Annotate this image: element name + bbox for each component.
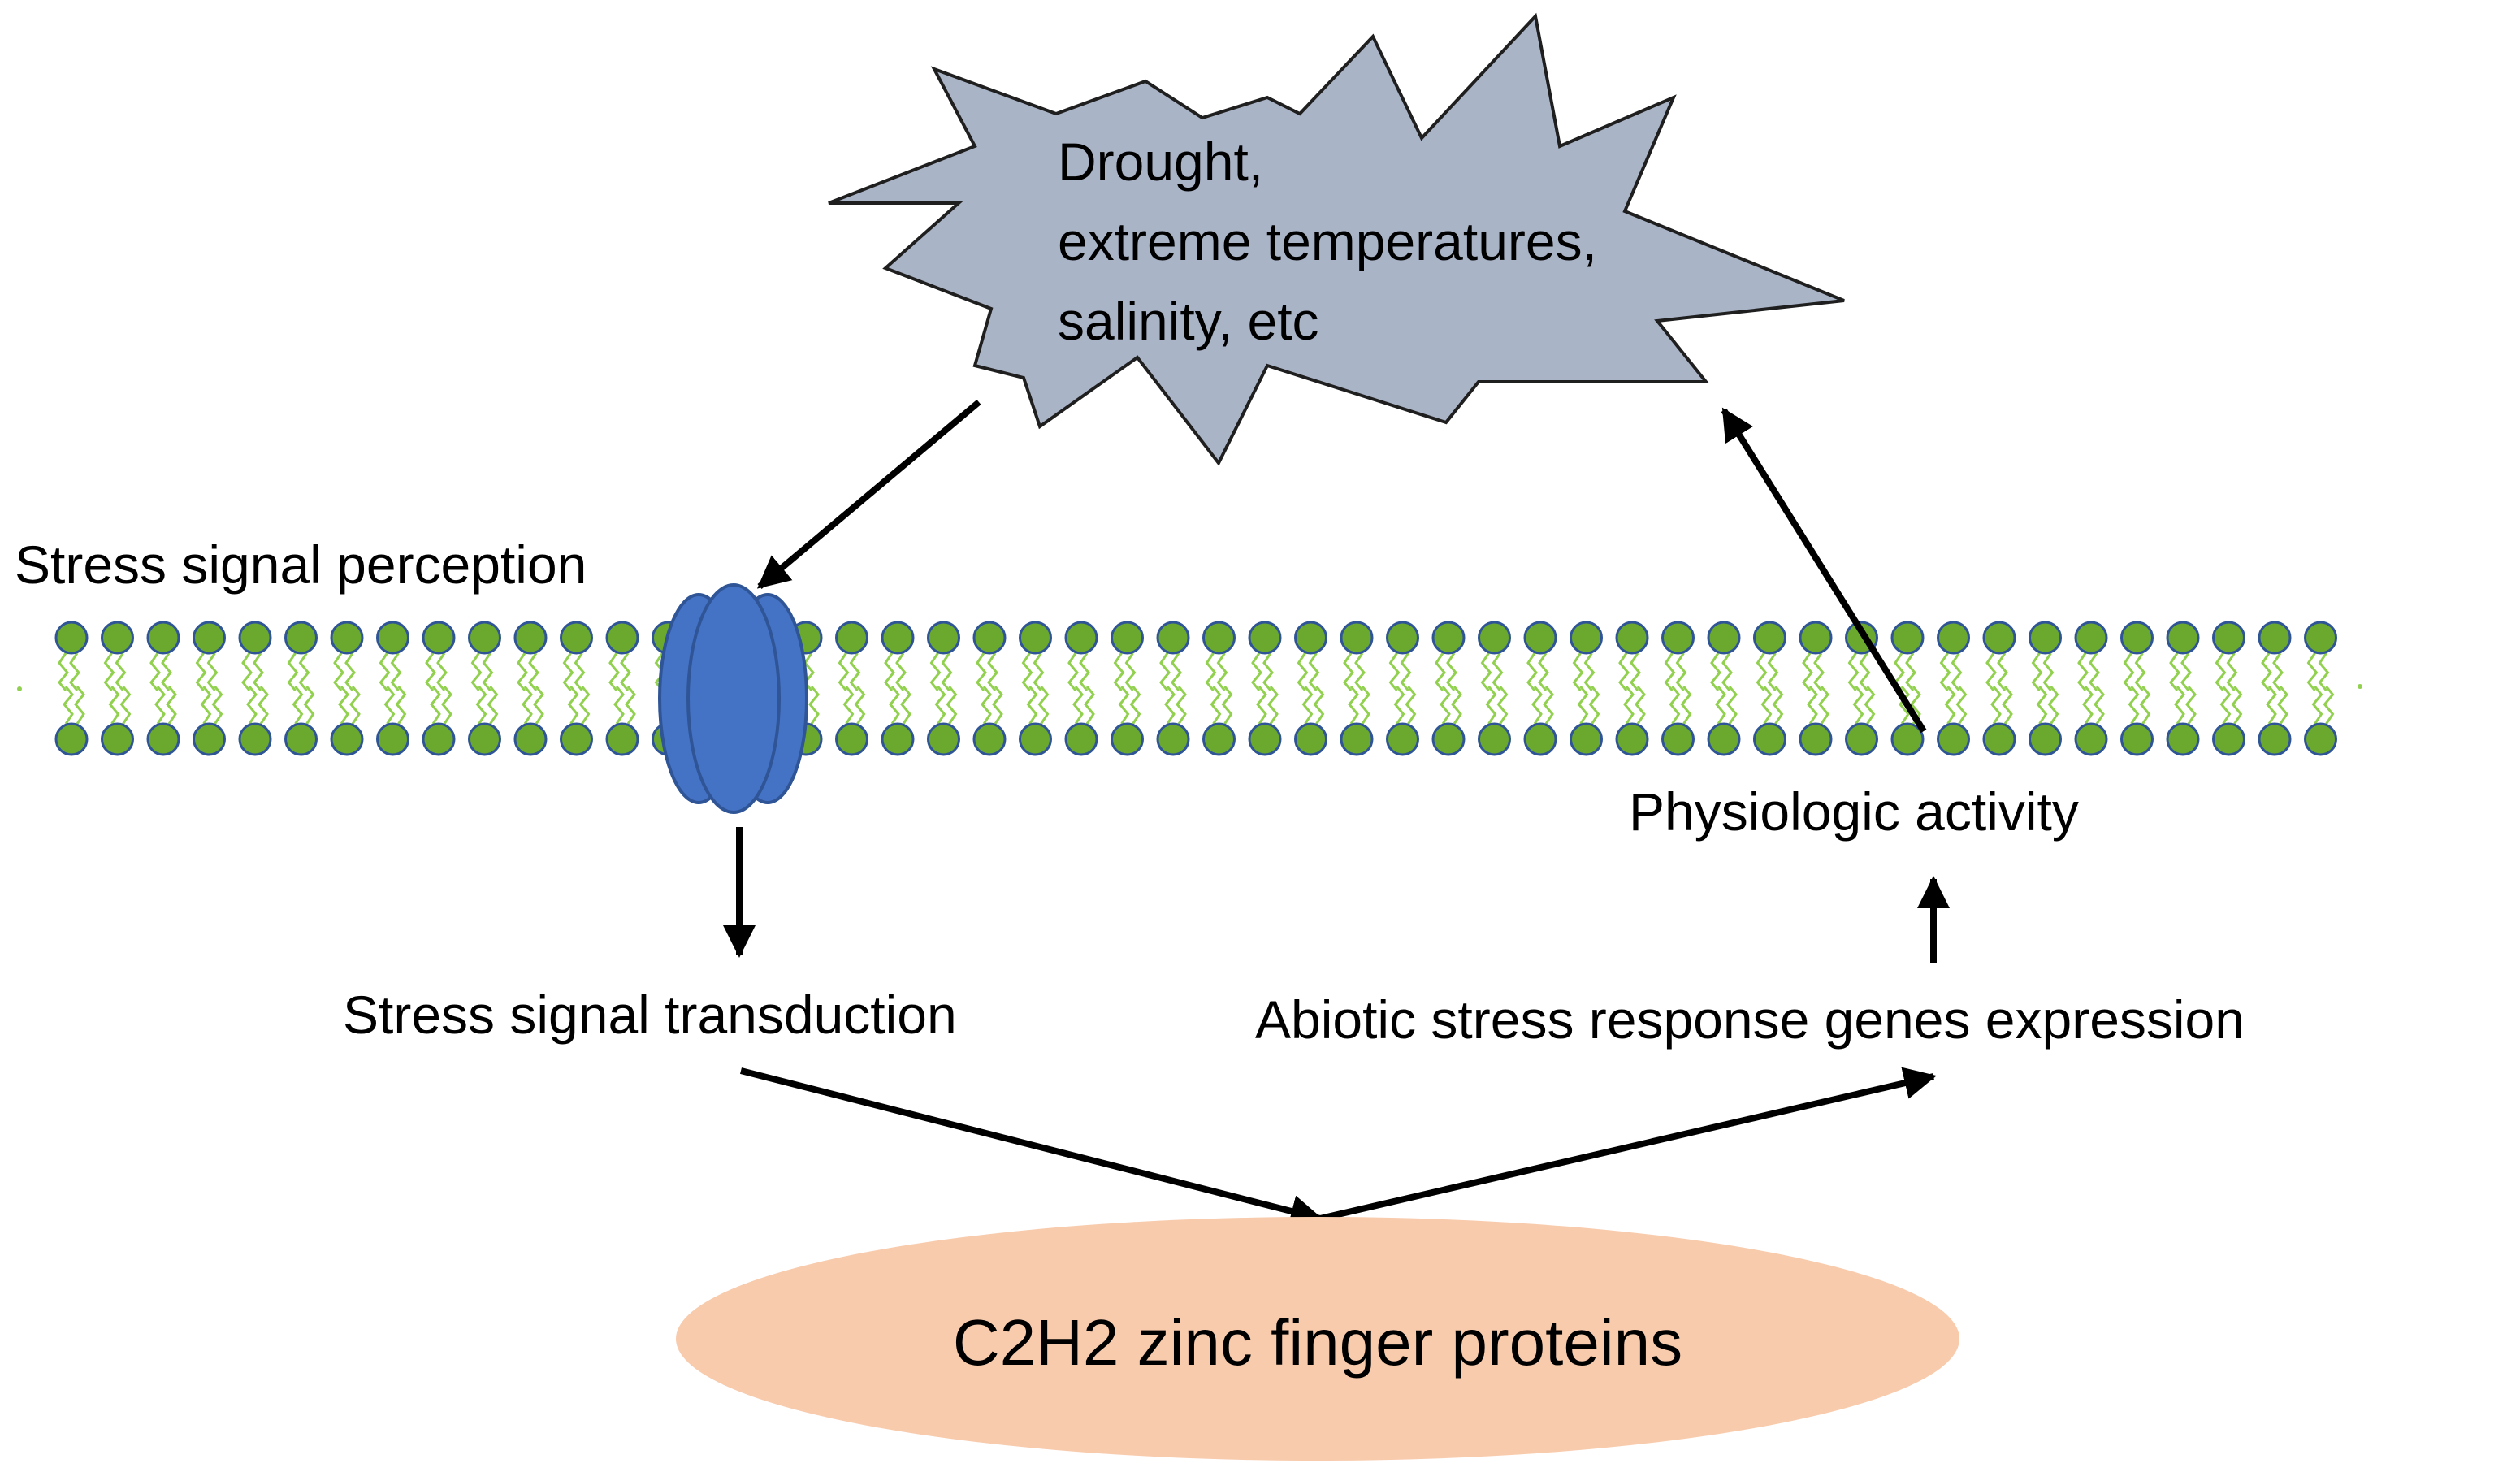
lipid-bilayer-membrane	[17, 621, 2362, 756]
arrow-physiologic-to-stimulus	[1721, 407, 1927, 734]
lipid-tails	[58, 652, 2335, 725]
arrow-stimulus-to-perception	[756, 399, 981, 590]
label-abiotic-stress-response-genes-expression: Abiotic stress response genes expression	[1255, 989, 2245, 1050]
stress-burst-shape	[828, 12, 1845, 466]
label-physiologic-activity: Physiologic activity	[1629, 781, 2079, 842]
arrow-core-to-expression	[1319, 1067, 1937, 1222]
stimulus-line-1: Drought,	[1058, 132, 1263, 192]
stimulus-line-2: extreme temperatures,	[1058, 211, 1597, 271]
stimulus-line-3: salinity, etc	[1058, 291, 1319, 351]
label-stress-signal-perception: Stress signal perception	[15, 535, 587, 595]
label-c2h2-zinc-finger-proteins: C2H2 zinc finger proteins	[953, 1306, 1682, 1379]
membrane-channel-protein	[658, 583, 808, 814]
label-stress-signal-transduction: Stress signal transduction	[343, 985, 957, 1045]
lipid-heads	[54, 621, 2337, 756]
c2h2-zinc-finger-ellipse	[676, 1217, 1959, 1461]
arrow-transduction-to-core	[740, 1067, 1323, 1227]
